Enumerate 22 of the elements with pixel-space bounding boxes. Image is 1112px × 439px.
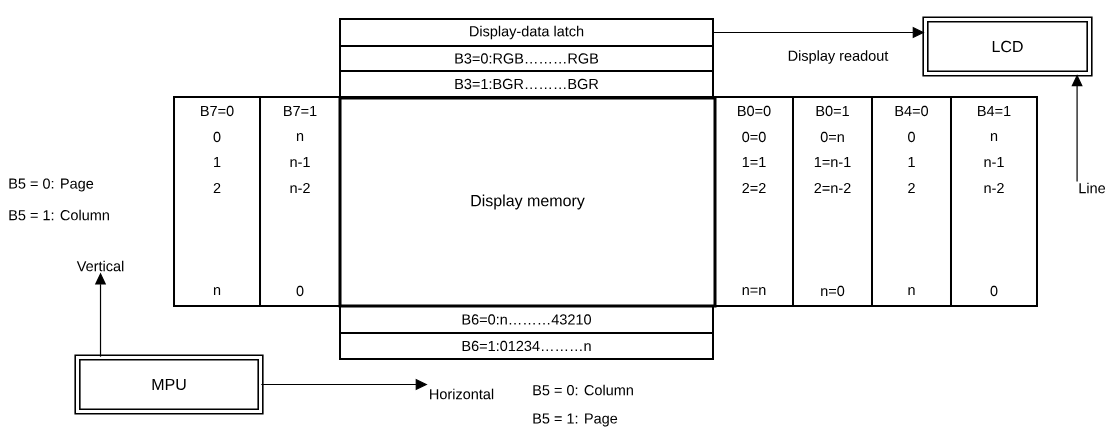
register-row: Display-data latch — [339, 18, 714, 47]
register-row: B6=1:01234………n — [339, 332, 714, 360]
table-column: B7=1 n n-1 n-2 0 — [259, 96, 341, 307]
table-column: B0=0 0=0 1=1 2=2 n=n — [714, 96, 794, 307]
device-box: MPU — [74, 354, 264, 415]
edge-label: Display readout — [786, 49, 890, 65]
memory-box: Display memory — [338, 96, 717, 308]
table-column: B4=0 0 1 2 n — [871, 96, 952, 307]
table-column: B0=1 0=n 1=n-1 2=n-2 n=0 — [792, 96, 873, 307]
device-box: LCD — [922, 16, 1093, 77]
table-column: B4=1 n n-1 n-2 0 — [950, 96, 1038, 307]
setting-note: B5 = 1: Column — [9, 209, 109, 221]
setting-note: B5 = 0: Page — [9, 178, 94, 192]
axis-label: Vertical — [76, 260, 124, 272]
register-row: B6=0:n………43210 — [339, 305, 714, 334]
setting-note: B5 = 0: Column — [533, 384, 633, 396]
register-row: B3=0:RGB………RGB — [339, 45, 714, 72]
setting-note: B5 = 1: Page — [533, 413, 618, 427]
axis-label: Horizontal — [430, 388, 494, 400]
table-column: B7=0 0 1 2 n — [173, 96, 261, 307]
register-row: B3=1:BGR………BGR — [339, 70, 714, 98]
axis-label: Line — [1079, 182, 1106, 194]
